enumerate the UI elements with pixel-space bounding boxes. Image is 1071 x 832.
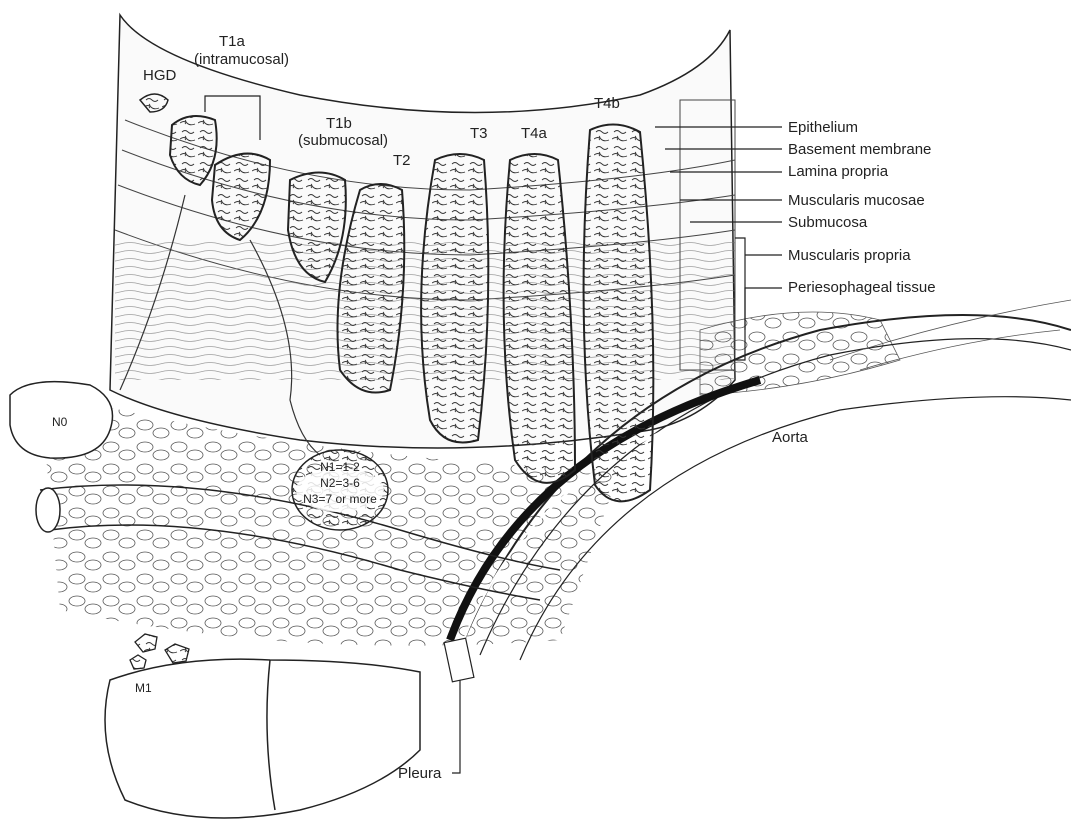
label-t4a: T4a <box>521 126 547 141</box>
label-t1a-sub: (intramucosal) <box>194 52 289 67</box>
liver <box>105 634 420 818</box>
metastasis-2 <box>130 655 146 669</box>
label-m1: M1 <box>135 682 152 694</box>
label-hgd: HGD <box>143 68 176 83</box>
label-n2: N2=3-6 <box>300 477 380 489</box>
label-aorta: Aorta <box>772 430 808 445</box>
label-t2: T2 <box>393 153 411 168</box>
label-muscularis-propria: Muscularis propria <box>788 248 911 263</box>
label-basement-membrane: Basement membrane <box>788 142 931 157</box>
label-n0: N0 <box>52 416 67 428</box>
label-n1: N1=1-2 <box>300 461 380 473</box>
label-muscularis-mucosae: Muscularis mucosae <box>788 193 925 208</box>
metastasis-3 <box>165 644 189 663</box>
label-t1b-sub: (submucosal) <box>298 133 388 148</box>
label-t1a: T1a <box>219 34 245 49</box>
label-t4b: T4b <box>594 96 620 111</box>
tumor-t4b <box>584 124 654 501</box>
tumor-t3 <box>421 154 488 443</box>
label-periesophageal-tissue: Periesophageal tissue <box>788 280 936 295</box>
label-t1b: T1b <box>326 116 352 131</box>
metastasis-1 <box>135 634 157 652</box>
label-t3: T3 <box>470 126 488 141</box>
label-epithelium: Epithelium <box>788 120 858 135</box>
label-submucosa: Submucosa <box>788 215 867 230</box>
label-pleura: Pleura <box>398 766 441 781</box>
label-lamina-propria: Lamina propria <box>788 164 888 179</box>
label-n3: N3=7 or more <box>292 493 388 505</box>
